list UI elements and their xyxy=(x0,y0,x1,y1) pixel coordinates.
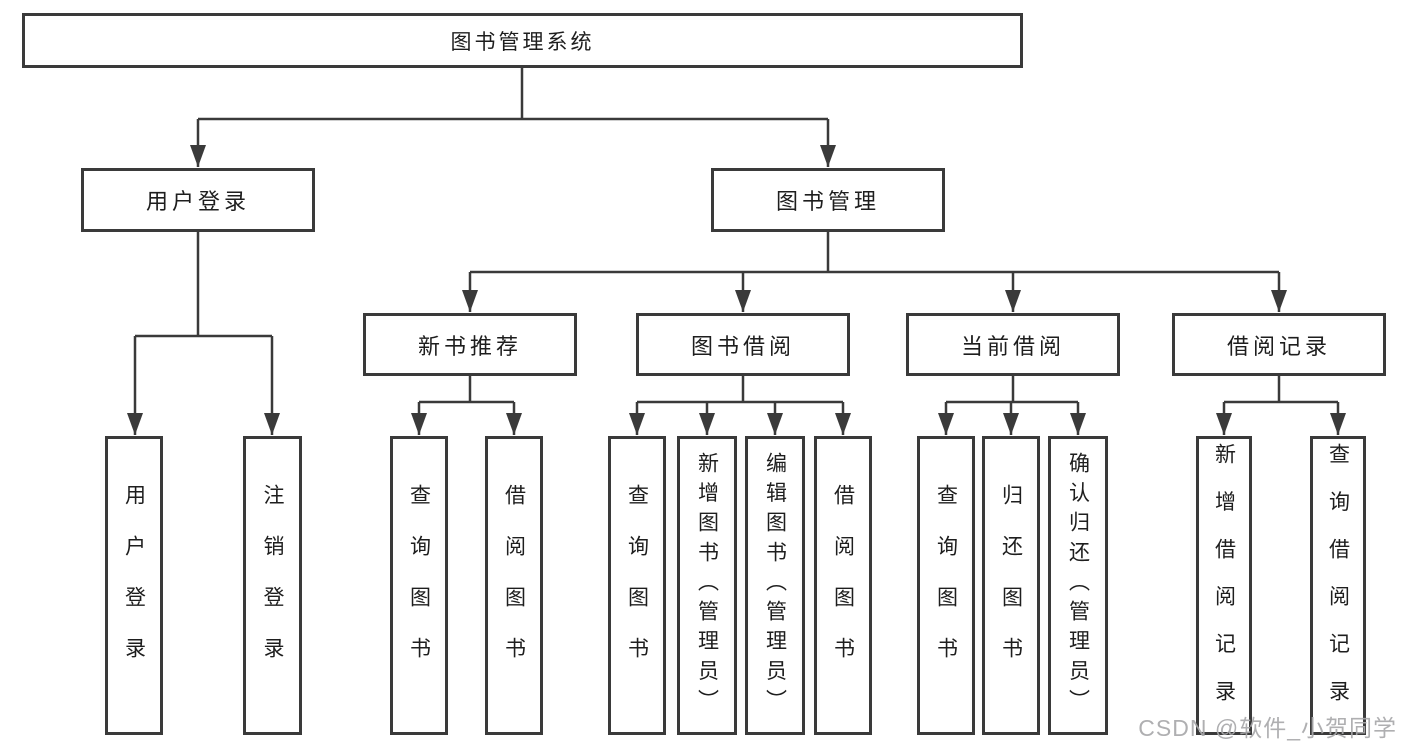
leaf-newbook-borrow-books: 借阅图书 xyxy=(485,436,543,735)
node-book-borrowing: 图书借阅 xyxy=(636,313,850,376)
node-user-login-branch: 用户登录 xyxy=(81,168,315,232)
node-library-management-system: 图书管理系统 xyxy=(22,13,1023,68)
node-book-management-branch: 图书管理 xyxy=(711,168,945,232)
leaf-borrowing-borrow-books: 借阅图书 xyxy=(814,436,872,735)
leaf-newbook-query-books: 查询图书 xyxy=(390,436,448,735)
csdn-watermark: CSDN @软件_小贺同学 xyxy=(1138,715,1397,741)
leaf-user-login: 用户登录 xyxy=(105,436,163,735)
leaf-current-confirm-return-admin: 确认归还（管理员） xyxy=(1048,436,1108,735)
node-new-book-recommendation: 新书推荐 xyxy=(363,313,577,376)
leaf-borrowing-edit-books-admin: 编辑图书（管理员） xyxy=(745,436,805,735)
leaf-current-query-books: 查询图书 xyxy=(917,436,975,735)
leaf-records-add-borrow-record: 新增借阅记录 xyxy=(1196,436,1252,735)
node-borrowing-records: 借阅记录 xyxy=(1172,313,1386,376)
leaf-borrowing-add-books-admin: 新增图书（管理员） xyxy=(677,436,737,735)
leaf-logout-login: 注销登录 xyxy=(243,436,302,735)
leaf-borrowing-query-books: 查询图书 xyxy=(608,436,666,735)
node-current-borrowing: 当前借阅 xyxy=(906,313,1120,376)
leaf-records-query-borrow-record: 查询借阅记录 xyxy=(1310,436,1366,735)
leaf-current-return-books: 归还图书 xyxy=(982,436,1040,735)
